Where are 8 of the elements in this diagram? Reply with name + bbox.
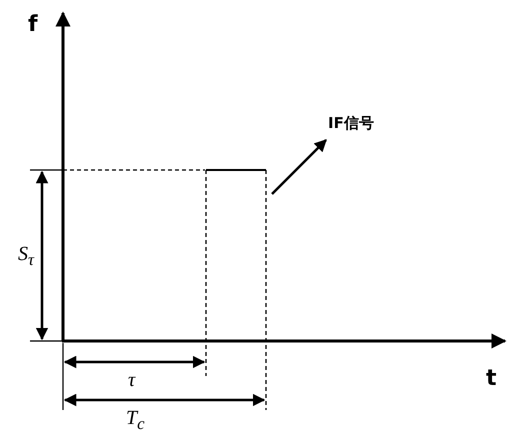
axis-label: f xyxy=(28,14,38,36)
leader-arrow xyxy=(271,139,327,195)
axis-label: t xyxy=(486,368,497,390)
dimension-label: S$_{τ}$ xyxy=(18,244,34,269)
signal-line xyxy=(206,169,266,171)
dimension-label: T$_{c}$ xyxy=(126,408,145,433)
signal-label: IF信号 xyxy=(328,116,374,131)
dimension-label: τ xyxy=(128,370,136,390)
